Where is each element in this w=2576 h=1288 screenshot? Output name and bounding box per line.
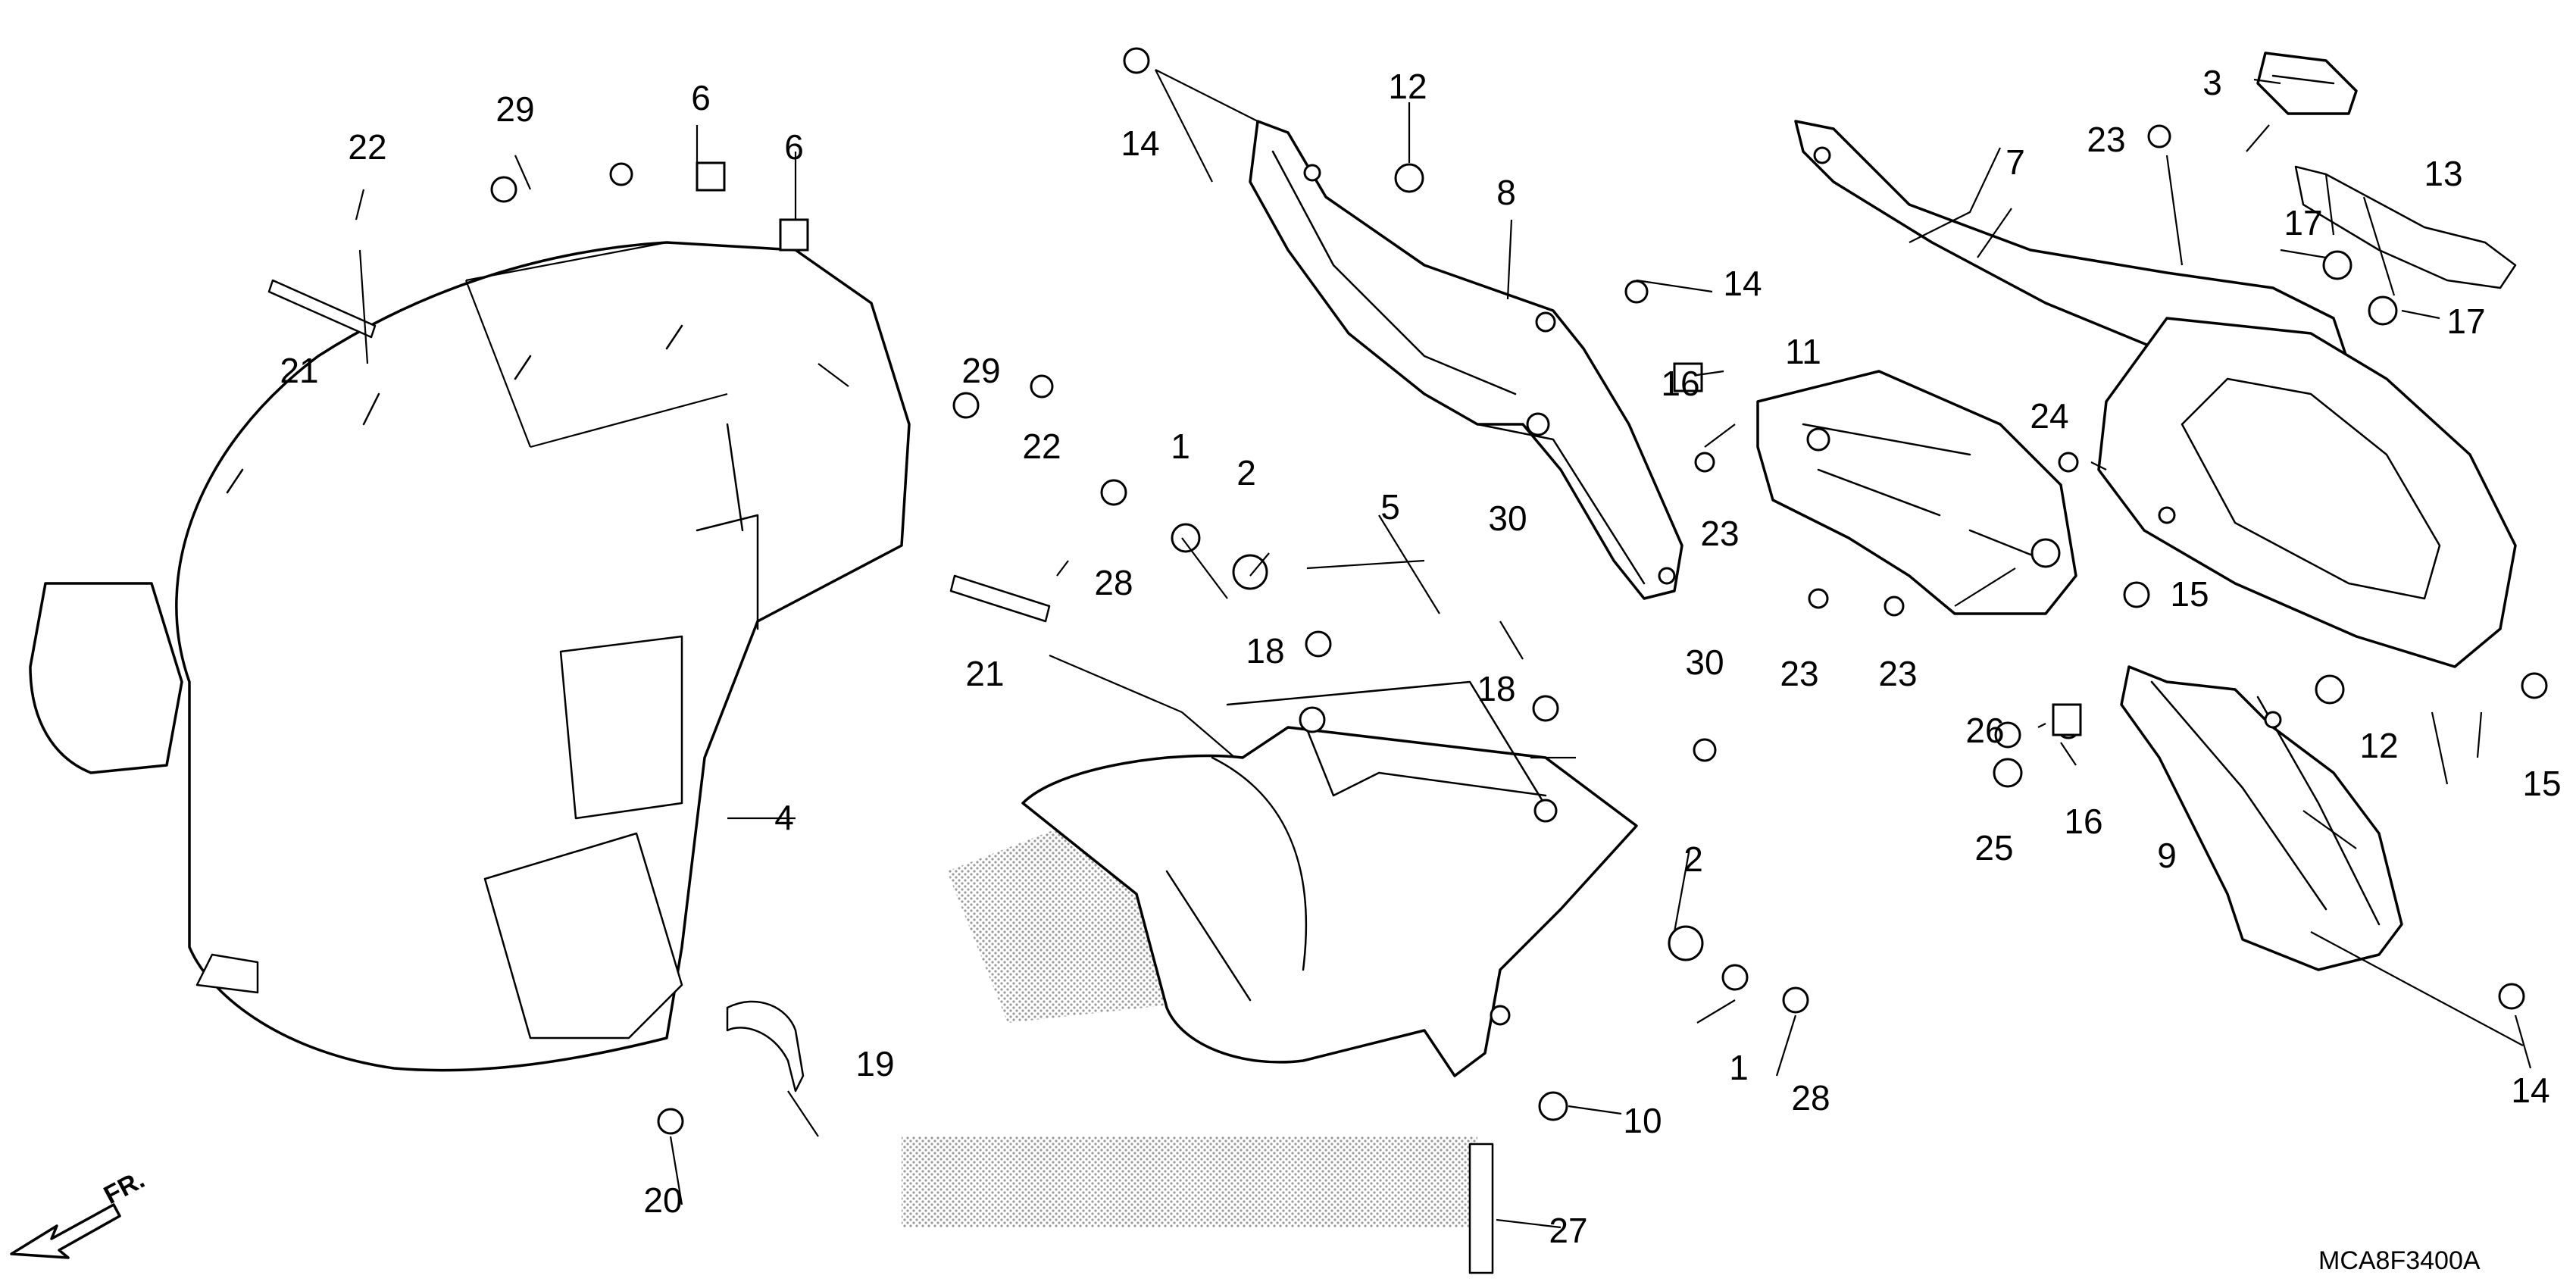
callout: 29 [496,89,534,129]
callout: 12 [1388,67,1427,106]
bracket-part-13 [2294,165,2517,289]
callout: 17 [2446,302,2485,341]
fasteners [267,47,2548,1274]
bracket-part-9 [2120,665,2403,971]
callout: 27 [1549,1211,1587,1250]
callout: 18 [1246,631,1284,671]
inner-fender-part-4 [29,241,911,1072]
callout: 21 [280,351,318,390]
front-arrow: FR. [10,1165,149,1259]
callout: 15 [2170,574,2209,614]
leader-lines [355,69,2532,1229]
callout: 25 [1974,828,2013,868]
callout: 29 [961,351,1000,390]
callout: 16 [1661,364,1699,403]
callout: 13 [2424,154,2462,193]
callout: 1 [1171,427,1190,466]
callouts: 1 1 2 2 3 4 5 6 6 7 8 9 10 11 12 12 13 1… [280,63,2561,1250]
bracket-part-8 [1249,120,1683,600]
callout: 4 [774,798,794,837]
callout: 18 [1477,669,1515,708]
callout: 3 [2202,63,2222,102]
callout: 30 [1488,499,1527,538]
bracket-part-11 [1756,370,2077,615]
callout: 10 [1623,1101,1662,1140]
callout: 24 [2030,396,2068,436]
callout: 23 [1878,654,1917,693]
callout: 23 [1700,514,1739,553]
callout: 21 [965,654,1004,693]
callout: 15 [2522,764,2561,803]
callout: 28 [1094,563,1133,602]
rear-fender-part-5 [1021,680,1638,1077]
callout: 14 [2511,1071,2549,1110]
callout: 14 [1121,123,1159,163]
callout: 8 [1496,173,1516,212]
callout: 6 [784,127,804,167]
callout: 5 [1380,487,1400,527]
front-label: FR. [99,1165,149,1210]
callout: 2 [1236,453,1256,492]
callout: 7 [2005,142,2025,182]
callout: 17 [2284,203,2322,242]
callout: 26 [1965,711,2004,750]
callout: 2 [1683,839,1703,879]
upper-cover-part-7 [1794,120,2517,668]
callout: 16 [2064,802,2102,841]
callout: 20 [643,1180,682,1220]
callout: 1 [1729,1048,1749,1087]
callout: 12 [2359,726,2398,765]
callout: 22 [1022,427,1061,466]
callout: 28 [1791,1078,1830,1118]
callout: 14 [1723,264,1762,303]
callout: 23 [1780,654,1818,693]
callout: 9 [2157,836,2177,875]
callout: 6 [691,78,711,117]
reflector-part-3 [2256,52,2358,115]
callout: 22 [348,127,386,167]
callout: 30 [1685,642,1724,682]
callout: 11 [1785,332,1821,371]
drawing-code: MCA8F3400A [2318,1246,2481,1275]
callout: 23 [2087,120,2125,159]
callout: 19 [855,1044,894,1083]
